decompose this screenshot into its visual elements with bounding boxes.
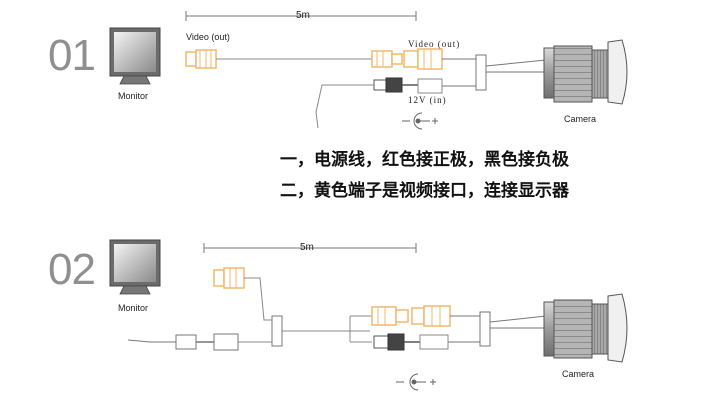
power-connector-1 xyxy=(373,77,443,94)
junction-2b xyxy=(448,311,547,347)
monitor-2-label: Monitor xyxy=(118,303,149,313)
video-out-right-label: Video (out) xyxy=(408,39,461,49)
camera-2-icon xyxy=(543,293,628,363)
dimension-2-label: 5m xyxy=(300,242,314,253)
rca-plug-monitor-2 xyxy=(213,267,245,289)
junction-2a xyxy=(271,315,283,347)
power-connector-2 xyxy=(373,333,449,351)
dimension-line-1 xyxy=(185,11,417,21)
camera-2-label: Camera xyxy=(562,369,595,379)
dc-polarity-symbol-2 xyxy=(396,373,436,391)
monitor-1-label: Monitor xyxy=(118,91,149,101)
step-number-1: 01 xyxy=(48,31,96,80)
junction-1 xyxy=(442,54,547,91)
step-number-2: 02 xyxy=(48,245,96,294)
power-input-2 xyxy=(127,333,272,351)
wiring-note-1: 一，电源线，红色接正极，黑色接负极 xyxy=(280,150,569,170)
rca-coupler-1 xyxy=(371,48,443,70)
power-cable-1 xyxy=(315,84,374,129)
monitor-1-icon xyxy=(109,27,161,85)
dimension-line-2 xyxy=(203,243,417,253)
rca-plug-left-1 xyxy=(185,49,217,69)
rca-coupler-2 xyxy=(371,305,451,327)
power-12v-label: 12V (in) xyxy=(408,95,447,105)
camera-1-icon xyxy=(543,39,628,105)
camera-1-label: Camera xyxy=(564,114,597,124)
video-cable-2 xyxy=(244,277,272,321)
wiring-note-2: 二，黄色端子是视频接口，连接显示器 xyxy=(280,181,569,201)
video-out-left-label: Video (out) xyxy=(186,32,230,42)
dimension-1-label: 5m xyxy=(296,10,310,21)
monitor-2-icon xyxy=(109,239,161,295)
dc-polarity-symbol-1 xyxy=(402,112,438,130)
